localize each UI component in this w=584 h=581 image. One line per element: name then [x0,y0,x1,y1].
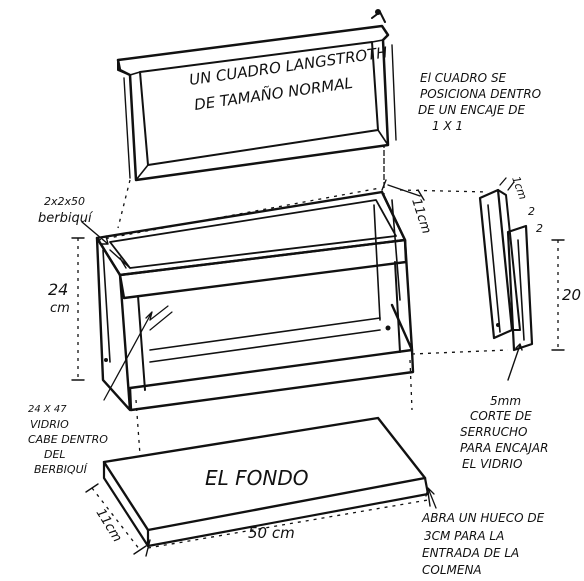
frame-note-line4: 1 X 1 [432,119,463,133]
side-dim-b: 2 [536,222,543,235]
side-height: 20 [562,286,581,304]
cut-label-line5: EL VIDRIO [462,457,522,471]
cut-label-line3: SERRUCHO [460,425,528,439]
depth-label: 11cm [408,197,434,236]
cut-label-line4: PARA ENCAJAR [460,441,548,455]
cut-label-line2: CORTE DE [470,409,532,423]
langstroth-frame: UN CUADRO LANGSTROTH DE TAMAÑO NORMAL [116,9,397,182]
frame-note: El CUADRO SE POSICIONA DENTRO DE UN ENCA… [418,71,541,133]
glass-annotation: 24 X 47 VIDRIO CABE DENTRO DEL BERBIQUÍ [28,311,153,476]
glass-label-line5: BERBIQUÍ [34,463,89,476]
height-dimension: 24 cm [48,237,85,381]
saw-cut-annotation: 5mm CORTE DE SERRUCHO PARA ENCAJAR EL VI… [460,343,548,471]
cut-label-line1: 5mm [490,394,521,408]
frame-note-line2: POSICIONA DENTRO [420,87,541,101]
hole-label-line4: COLMENA [422,563,482,577]
hive-box [95,190,415,412]
side-profile: 1cm 2 2 20 [478,175,581,352]
height-value: 24 [48,280,68,299]
frame-note-line1: El CUADRO SE [420,71,507,85]
height-unit: cm [50,301,70,316]
glass-label-line1: 24 X 47 [28,404,67,415]
hole-label-line1: ABRA UN HUECO DE [421,511,545,525]
base-depth-label: 11cm [93,506,125,545]
frame-note-line3: DE UN ENCAJE DE [418,103,526,117]
hole-label-line2: 3CM PARA LA [424,529,504,543]
base-dimensions: 11cm 50 cm [85,483,431,557]
entrance-annotation: ABRA UN HUECO DE 3CM PARA LA ENTRADA DE … [421,487,545,577]
glass-label-line4: DEL [44,448,66,461]
rebate-annotation: 2x2x50 berbiquí [38,195,109,245]
side-dim-a: 2 [528,205,535,218]
hole-label-line3: ENTRADA DE LA [422,546,519,560]
glass-label-line2: VIDRIO [30,418,69,431]
projection-lines [97,145,509,456]
rebate-label-line1: 2x2x50 [44,195,85,208]
base-label: EL FONDO [205,466,309,490]
glass-label-line3: CABE DENTRO [28,433,108,446]
base-width-label: 50 cm [248,524,295,542]
side-dim-top: 1cm [509,175,529,202]
rebate-label-line2: berbiquí [38,211,94,226]
